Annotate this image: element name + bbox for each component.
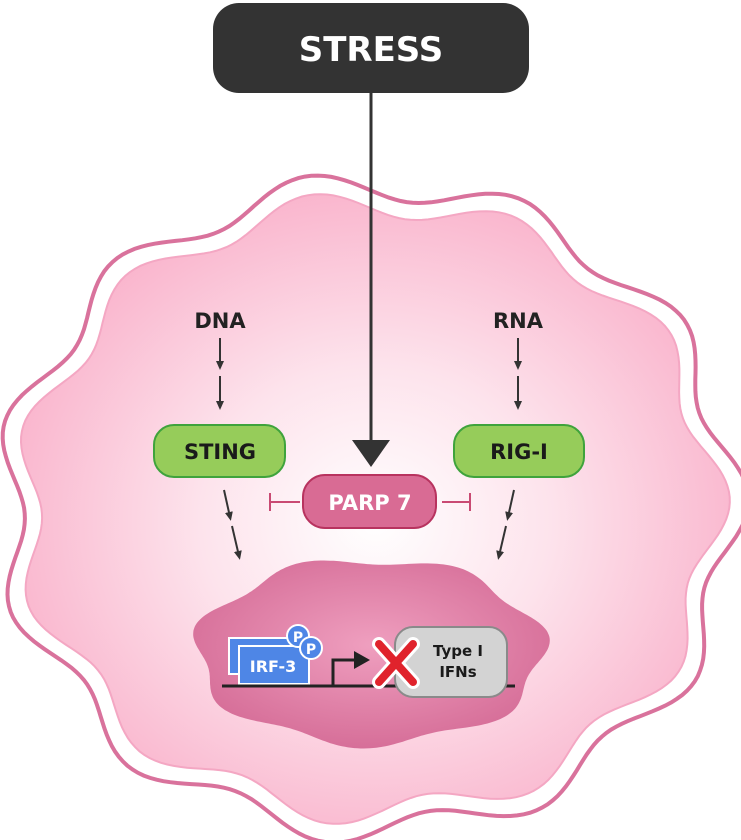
phospho-label-1: P [293, 630, 303, 646]
phospho-label-2: P [306, 642, 316, 658]
parp7-node: PARP 7 [302, 474, 437, 529]
inhibition-left-icon [269, 493, 300, 511]
ifn-label-line1: Type I [433, 642, 483, 660]
dna-label: DNA [194, 309, 246, 333]
rna-label: RNA [493, 309, 544, 333]
x-mark-icon [372, 637, 420, 689]
promoter-bent-arrow-icon [331, 651, 370, 686]
irf3-complex: IRF-3 P P [228, 624, 323, 685]
stress-node: STRESS [213, 3, 529, 93]
phospho-badge-2 [299, 636, 323, 660]
sting-node: STING [153, 424, 286, 478]
sting-label: STING [184, 440, 256, 464]
irf3-label: IRF-3 [250, 657, 296, 676]
sting-arrow-1 [223, 489, 233, 521]
inhibition-right-icon [442, 493, 471, 511]
stress-arrow [352, 92, 390, 467]
stress-label: STRESS [299, 30, 444, 70]
ifn-label-line2: IFNs [439, 663, 476, 681]
rigi-label: RIG-I [490, 440, 548, 464]
type-i-ifns-node: Type I IFNs [394, 626, 508, 698]
rigi-arrow-2 [496, 525, 507, 560]
rigi-node: RIG-I [453, 424, 585, 478]
parp7-label: PARP 7 [328, 491, 411, 515]
nucleus [193, 560, 550, 749]
rigi-arrow-1 [505, 489, 515, 521]
sting-arrow-2 [231, 525, 242, 560]
